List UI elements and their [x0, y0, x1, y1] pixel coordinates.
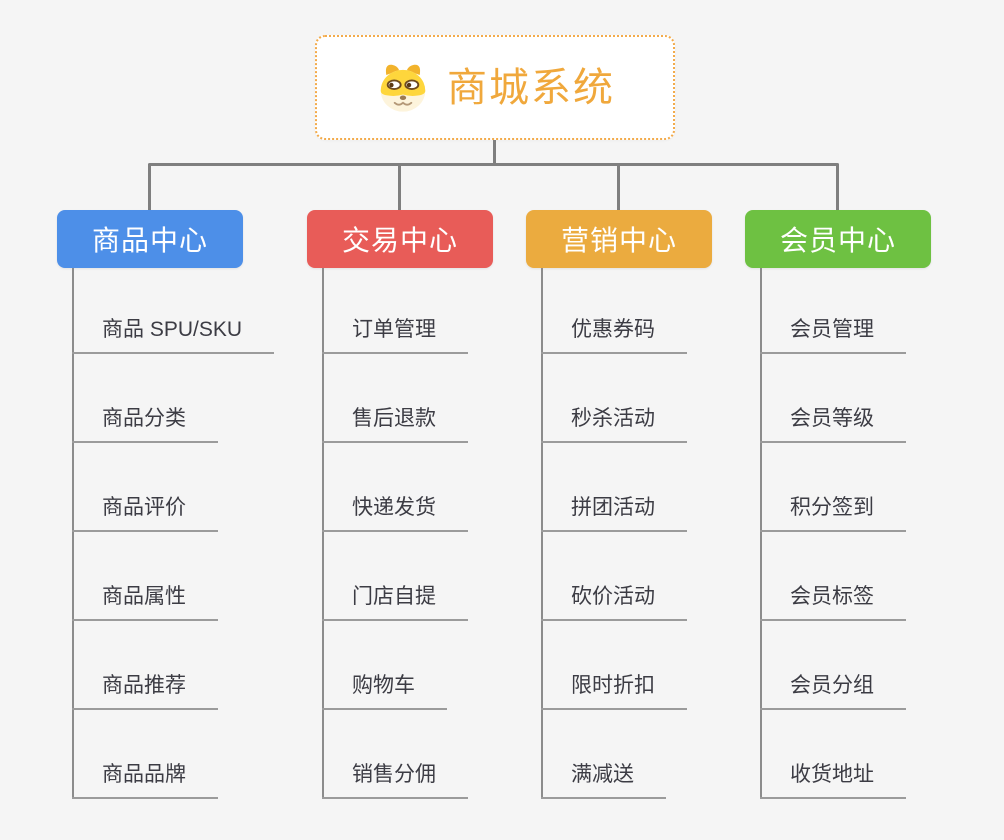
connector-drop-marketing	[617, 164, 620, 210]
branch-label: 交易中心	[341, 225, 458, 256]
leaf-node-product-recommend[interactable]: 商品推荐	[72, 671, 218, 710]
leaf-node-product-attribute[interactable]: 商品属性	[72, 582, 218, 621]
root-node-mall-system[interactable]: 商城系统	[315, 35, 675, 140]
branch-node-marketing-center[interactable]: 营销中心	[526, 210, 712, 268]
leaf-node-product-review[interactable]: 商品评价	[72, 493, 218, 532]
leaf-node-points-checkin[interactable]: 积分签到	[760, 493, 906, 532]
leaf-node-product-spu-sku[interactable]: 商品 SPU/SKU	[72, 315, 275, 354]
leaf-node-product-brand[interactable]: 商品品牌	[72, 760, 218, 799]
leaf-node-bargain-activity[interactable]: 砍价活动	[541, 582, 687, 621]
branch-trunk-line	[760, 268, 762, 799]
leaf-node-flash-sale[interactable]: 秒杀活动	[541, 404, 687, 443]
leaf-node-group-buy[interactable]: 拼团活动	[541, 493, 687, 532]
dog-face-icon	[380, 64, 426, 112]
branch-label: 会员中心	[779, 225, 896, 256]
connector-drop-products	[148, 164, 151, 210]
leaf-node-spend-and-save[interactable]: 满减送	[541, 760, 666, 799]
branch-node-trade-center[interactable]: 交易中心	[307, 210, 493, 268]
branch-label: 营销中心	[560, 225, 677, 256]
leaf-node-store-pickup[interactable]: 门店自提	[322, 582, 468, 621]
leaf-node-order-management[interactable]: 订单管理	[322, 315, 468, 354]
branch-label: 商品中心	[91, 225, 208, 256]
leaf-node-limited-time-discount[interactable]: 限时折扣	[541, 671, 687, 710]
branch-trunk-line	[72, 268, 74, 799]
branch-node-member-center[interactable]: 会员中心	[745, 210, 931, 268]
connector-drop-members	[836, 164, 839, 210]
leaf-node-shipping-address[interactable]: 收货地址	[760, 760, 906, 799]
leaf-node-member-level[interactable]: 会员等级	[760, 404, 906, 443]
branch-trunk-line	[322, 268, 324, 799]
leaf-node-express-delivery[interactable]: 快递发货	[322, 493, 468, 532]
connector-bus	[148, 163, 839, 166]
leaf-node-aftersale-refund[interactable]: 售后退款	[322, 404, 468, 443]
leaf-node-member-tag[interactable]: 会员标签	[760, 582, 906, 621]
leaf-node-product-category[interactable]: 商品分类	[72, 404, 218, 443]
leaf-node-shopping-cart[interactable]: 购物车	[322, 671, 447, 710]
leaf-node-member-management[interactable]: 会员管理	[760, 315, 906, 354]
leaf-node-coupon-code[interactable]: 优惠券码	[541, 315, 687, 354]
branch-trunk-line	[541, 268, 543, 799]
connector-drop-trade	[398, 164, 401, 210]
leaf-node-sales-commission[interactable]: 销售分佣	[322, 760, 468, 799]
connector-root-drop	[493, 140, 496, 165]
root-node-title: 商城系统	[447, 65, 615, 110]
leaf-node-member-group[interactable]: 会员分组	[760, 671, 906, 710]
branch-node-product-center[interactable]: 商品中心	[57, 210, 243, 268]
